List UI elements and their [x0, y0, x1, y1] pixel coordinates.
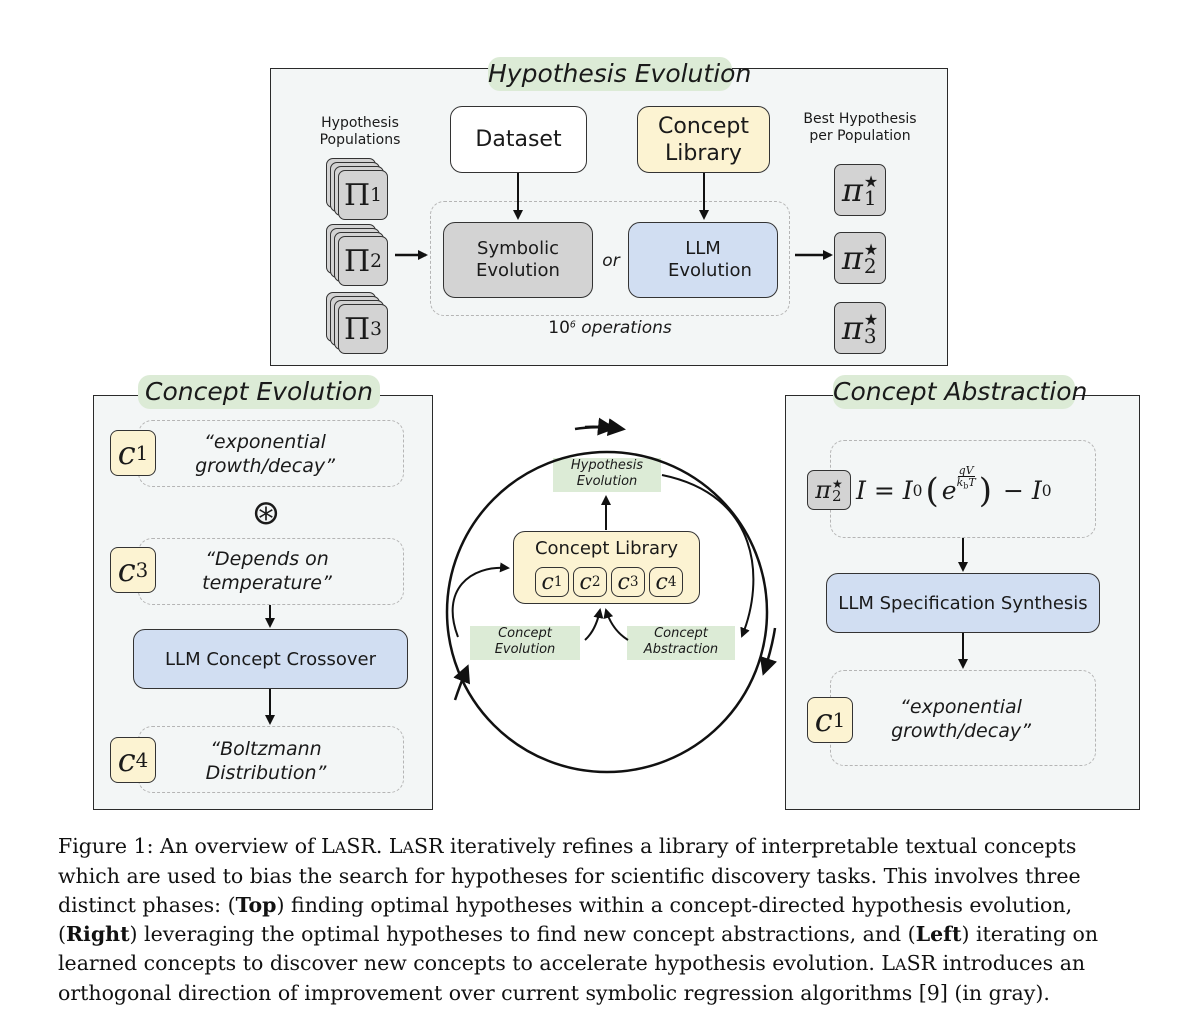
evolution-to-library-arc — [451, 562, 510, 638]
evolution-to-library-short — [584, 608, 604, 641]
c3-text: “Depends on temperature” — [202, 548, 332, 594]
center-hypothesis-evolution-tag: Hypothesis Evolution — [553, 458, 661, 492]
llm-evolution-box: LLM Evolution — [628, 222, 778, 298]
outer-cycle-ring — [445, 450, 769, 774]
center-concept-evolution-tag: Concept Evolution — [470, 626, 580, 660]
symbolic-evolution-box: Symbolic Evolution — [443, 222, 593, 298]
evolution-group — [430, 201, 790, 316]
llm-concept-crossover-box: LLM Concept Crossover — [133, 629, 408, 689]
right-c1-text: “exponential growth/decay” — [891, 696, 1031, 742]
concept-library-box: Concept Library — [637, 106, 770, 173]
figure-caption: Figure 1: An overview of LASR. LASR iter… — [58, 834, 1099, 1005]
outer-cycle-right-arrow — [759, 627, 777, 676]
c4-text: “Boltzmann Distribution” — [205, 738, 327, 784]
hypothesis-evolution-title: Hypothesis Evolution — [488, 57, 751, 91]
outer-cycle-left-arrow — [453, 664, 470, 701]
or-label: or — [602, 251, 620, 271]
abstraction-to-library-short — [603, 608, 629, 641]
center-concept-abstraction-tag: Concept Abstraction — [627, 626, 735, 660]
best-hypothesis-2: π★2 — [834, 232, 886, 284]
llm-specification-synthesis-box: LLM Specification Synthesis — [826, 573, 1100, 633]
c1-text: “exponential growth/decay” — [195, 431, 335, 477]
dataset-box: Dataset — [450, 106, 587, 173]
outer-cycle-top-arrows-2 — [584, 418, 626, 437]
best-hypothesis-2-small: π★2 — [807, 470, 851, 510]
operations-label: 106 operations — [548, 318, 672, 338]
concept-abstraction-title: Concept Abstraction — [833, 375, 1087, 409]
best-hypothesis-3: π★3 — [834, 302, 886, 354]
crossover-operator-icon: ⊛ — [251, 493, 281, 533]
best-hypothesis-1: π★1 — [834, 164, 886, 216]
best-hypothesis-label: Best Hypothesis per Population — [803, 111, 917, 144]
concept-evolution-title: Concept Evolution — [138, 375, 380, 409]
populations-label: Hypothesis Populations — [319, 115, 401, 148]
hyp-to-abstraction-arc — [661, 474, 755, 638]
